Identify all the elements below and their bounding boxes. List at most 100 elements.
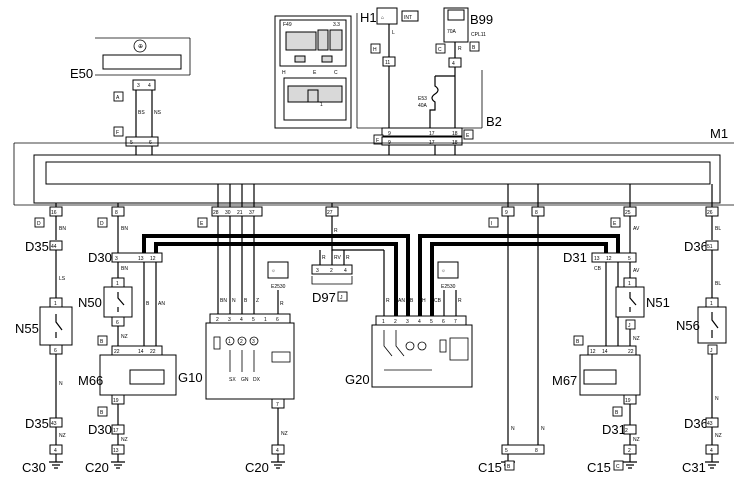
svg-text:3: 3 — [252, 339, 255, 345]
svg-text:22: 22 — [150, 349, 156, 355]
svg-text:17: 17 — [113, 428, 119, 434]
svg-text:2: 2 — [330, 268, 333, 274]
svg-text:30: 30 — [225, 210, 231, 216]
ground-c31: C31 — [682, 460, 706, 475]
d36-top-label: D36 — [684, 239, 708, 254]
svg-text:40A: 40A — [418, 103, 428, 109]
svg-text:BS: BS — [138, 110, 145, 116]
svg-text:1: 1 — [54, 301, 57, 307]
e50-label: E50 — [70, 66, 93, 81]
svg-text:6: 6 — [276, 317, 279, 323]
svg-text:1: 1 — [710, 301, 713, 307]
svg-text:H: H — [373, 47, 377, 53]
svg-text:BL: BL — [715, 226, 721, 232]
d35-bottom-label: D35 — [25, 416, 49, 431]
svg-text:R: R — [280, 301, 284, 307]
svg-text:4: 4 — [452, 61, 455, 67]
svg-text:1: 1 — [264, 317, 267, 323]
m66-label: M66 — [78, 373, 103, 388]
svg-text:B: B — [472, 45, 476, 51]
svg-text:13: 13 — [138, 256, 144, 262]
svg-text:SX: SX — [229, 377, 236, 383]
d31-top-label: D31 — [563, 250, 587, 265]
light-icon: ☼ — [441, 268, 446, 274]
svg-text:4: 4 — [54, 448, 57, 454]
svg-text:13: 13 — [594, 256, 600, 262]
svg-text:J: J — [710, 348, 713, 354]
n50-label: N50 — [78, 295, 102, 310]
svg-text:4: 4 — [240, 317, 243, 323]
svg-text:5: 5 — [628, 256, 631, 262]
svg-text:3: 3 — [406, 319, 409, 325]
svg-text:RV: RV — [334, 255, 342, 261]
svg-text:6: 6 — [116, 320, 119, 326]
svg-text:⊕: ⊕ — [138, 44, 143, 50]
svg-text:12: 12 — [590, 349, 596, 355]
svg-text:B: B — [410, 298, 414, 304]
svg-text:4: 4 — [344, 268, 347, 274]
svg-text:1: 1 — [116, 281, 119, 287]
svg-text:19: 19 — [113, 398, 119, 404]
svg-text:B: B — [146, 301, 150, 307]
tag-a — [113, 91, 124, 102]
svg-text:E2530: E2530 — [271, 284, 286, 290]
svg-text:44: 44 — [51, 244, 57, 250]
svg-text:N: N — [511, 426, 515, 432]
e50-component: ⊕ 3 4 E50 — [70, 37, 191, 91]
svg-text:C: C — [616, 464, 620, 470]
svg-text:CB: CB — [594, 266, 602, 272]
svg-text:R: R — [386, 298, 390, 304]
svg-text:B: B — [615, 410, 619, 416]
svg-text:E2530: E2530 — [441, 284, 456, 290]
svg-text:F: F — [116, 130, 119, 136]
ground-c30: C30 — [22, 460, 46, 475]
svg-text:2: 2 — [628, 448, 631, 454]
svg-text:3: 3 — [316, 268, 319, 274]
f49-fuse-box: F49 3.3 H E C 1 — [274, 15, 352, 129]
svg-text:1: 1 — [228, 339, 231, 345]
svg-text:N: N — [541, 426, 545, 432]
svg-text:AN: AN — [158, 301, 165, 307]
svg-text:1: 1 — [628, 281, 631, 287]
battery-icon — [447, 9, 465, 21]
svg-text:LS: LS — [59, 276, 66, 282]
svg-text:CB: CB — [434, 298, 442, 304]
svg-text:18: 18 — [452, 131, 458, 137]
svg-text:7: 7 — [276, 402, 279, 408]
svg-text:CPL11: CPL11 — [471, 32, 486, 38]
m1-body-computer: M1 — [13, 126, 734, 205]
svg-text:J: J — [340, 295, 343, 301]
svg-text:C: C — [438, 47, 442, 53]
svg-text:AV: AV — [633, 268, 640, 274]
fuse-e53 — [429, 76, 439, 128]
svg-text:5: 5 — [430, 319, 433, 325]
svg-text:AN: AN — [398, 298, 405, 304]
svg-text:22: 22 — [114, 349, 120, 355]
n51-label: N51 — [646, 295, 670, 310]
svg-text:INT: INT — [404, 15, 412, 21]
svg-text:2: 2 — [240, 339, 243, 345]
svg-text:H: H — [282, 70, 286, 76]
svg-text:NZ: NZ — [633, 336, 640, 342]
svg-text:5: 5 — [252, 317, 255, 323]
svg-text:2: 2 — [625, 428, 628, 434]
svg-text:Z: Z — [256, 298, 259, 304]
svg-text:9: 9 — [388, 131, 391, 137]
svg-text:NZ: NZ — [281, 431, 288, 437]
ground-c15-b: C15 — [478, 460, 502, 475]
svg-text:L: L — [392, 30, 395, 36]
ground-icon — [49, 461, 63, 469]
svg-text:R: R — [346, 255, 350, 261]
svg-text:28: 28 — [213, 210, 219, 216]
svg-text:R: R — [334, 228, 338, 234]
d97-label: D97 — [312, 290, 336, 305]
n51-switch — [615, 286, 645, 318]
svg-text:3: 3 — [228, 317, 231, 323]
svg-text:6: 6 — [54, 348, 57, 354]
n50-switch — [103, 286, 133, 318]
svg-text:E: E — [613, 221, 617, 227]
svg-text:25: 25 — [625, 210, 631, 216]
svg-text:BN: BN — [121, 266, 128, 272]
svg-text:I: I — [491, 221, 492, 227]
svg-text:16: 16 — [51, 210, 57, 216]
